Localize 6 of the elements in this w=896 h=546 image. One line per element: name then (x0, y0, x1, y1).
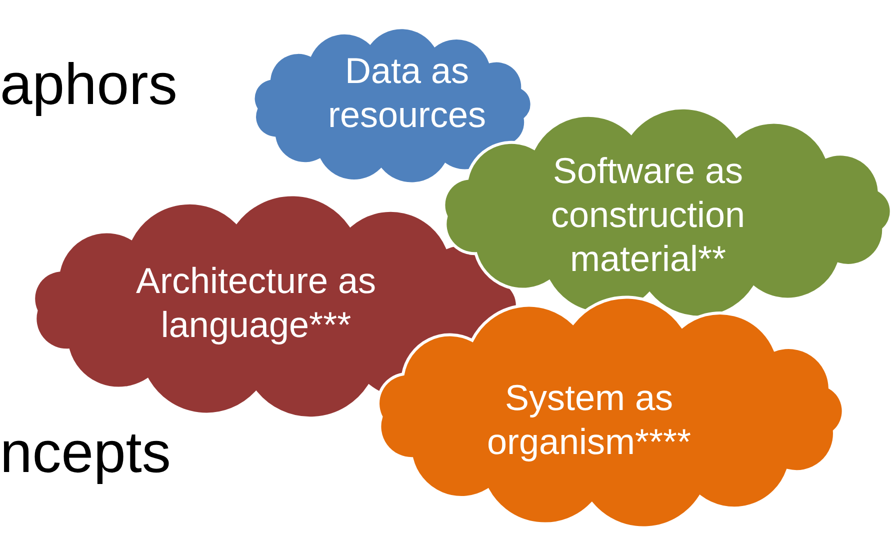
heading-fragment: aphors (0, 56, 178, 114)
cloud-label: Software as construction material** (550, 149, 746, 281)
heading-fragment: ncepts (0, 424, 171, 482)
cloud-label: Data as resources (326, 49, 488, 137)
cloud-label: System as organism**** (486, 376, 692, 464)
cloud-label: Architecture as language*** (134, 259, 378, 347)
